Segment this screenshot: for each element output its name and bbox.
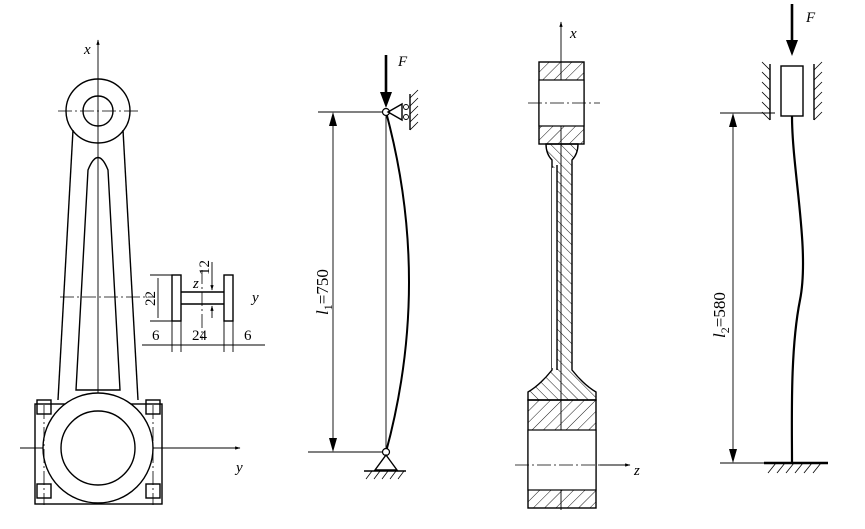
top-wall-hatch <box>409 89 419 131</box>
fig4-force-label: F <box>805 10 816 26</box>
small-end-outer <box>65 78 131 144</box>
small-end-bore <box>82 95 114 127</box>
shank-left-edge <box>57 129 74 401</box>
dim-flange-right-value: 6 <box>244 328 252 344</box>
dim-web-value: 12 <box>197 260 213 275</box>
top-pin <box>381 107 391 117</box>
rod-side-view: x z <box>515 21 640 510</box>
top-support-triangle <box>386 102 403 122</box>
roller-2 <box>403 114 409 120</box>
section-z-label: z <box>192 276 199 292</box>
fig4-buckled-column <box>790 115 805 463</box>
flange-left <box>171 274 182 322</box>
dim-l1-arrow-top <box>329 112 337 126</box>
fig1-y-label: y <box>234 460 243 476</box>
dim-l1-text: l1=750 <box>313 269 335 315</box>
sliding-block <box>780 65 804 117</box>
dim-flange-left-value: 6 <box>152 328 160 344</box>
shank-web-gap <box>552 168 557 368</box>
fig3-z-label: z <box>633 463 640 479</box>
guide-left-hatch <box>761 61 771 121</box>
i-section-detail: 22 12 z y 6 24 6 <box>142 260 265 352</box>
bottom-support-triangle <box>373 453 399 471</box>
fixed-base-hatch <box>767 462 822 474</box>
fig4-force-head <box>786 40 798 56</box>
big-end-bore <box>60 410 136 486</box>
fig3-x-label: x <box>569 26 577 42</box>
dim-l2-arrow-top <box>729 113 737 127</box>
dim-width-value: 24 <box>192 328 208 344</box>
shank-section <box>527 143 597 401</box>
fig2-force-label: F <box>397 54 408 70</box>
ground-hatch <box>365 470 405 480</box>
flange-right <box>223 274 234 322</box>
shank-groove <box>75 156 121 391</box>
guide-right-hatch <box>813 61 823 121</box>
buckled-column <box>385 111 410 453</box>
big-end-bore-section <box>527 429 597 491</box>
connecting-rod-drawing: x y <box>20 39 243 505</box>
shank-right-edge <box>122 129 139 401</box>
fig1-x-label: x <box>83 42 91 58</box>
big-end-outer <box>42 392 154 504</box>
dim-l1-arrow-bottom <box>329 438 337 452</box>
roller-1 <box>403 104 409 110</box>
force-arrow-head <box>380 92 392 108</box>
dim-height-value: 22 <box>143 291 159 306</box>
dim-l2-text: l2=580 <box>710 292 732 338</box>
fixed-column-diagram: F <box>710 4 828 474</box>
pinned-column-diagram: F <box>308 54 419 480</box>
section-y-label: y <box>250 290 259 306</box>
dim-l2-arrow-bottom <box>729 449 737 463</box>
